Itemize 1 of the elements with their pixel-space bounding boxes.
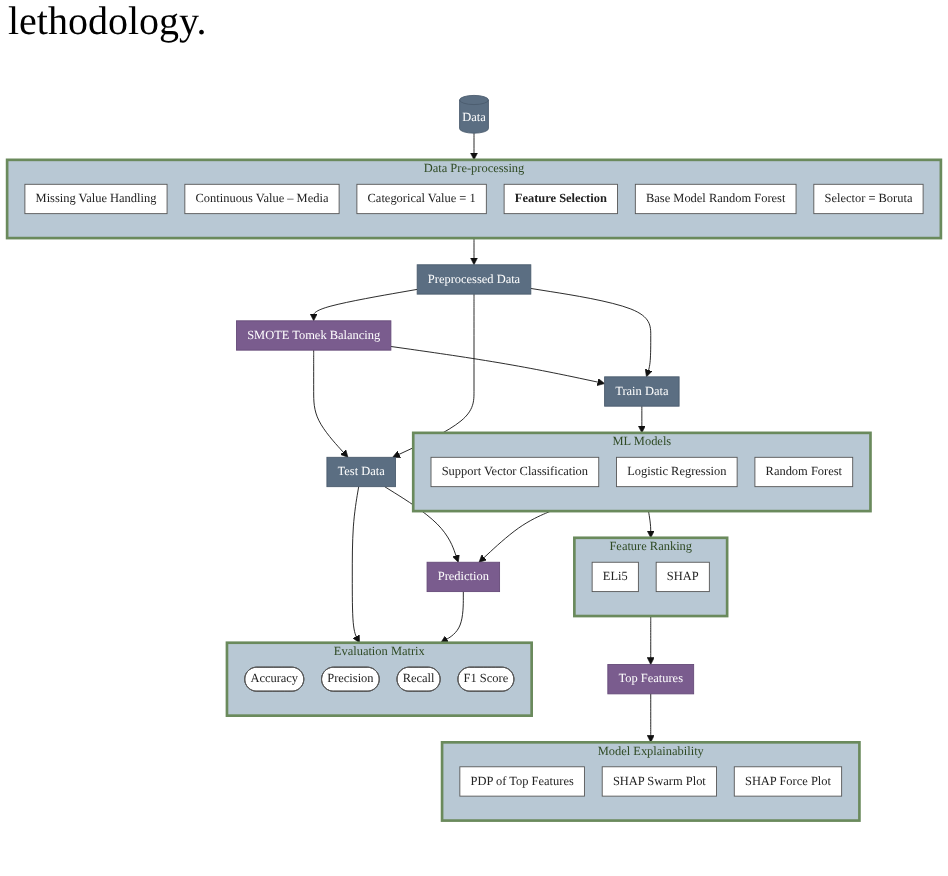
caption-text: lethodology. xyxy=(6,0,209,44)
